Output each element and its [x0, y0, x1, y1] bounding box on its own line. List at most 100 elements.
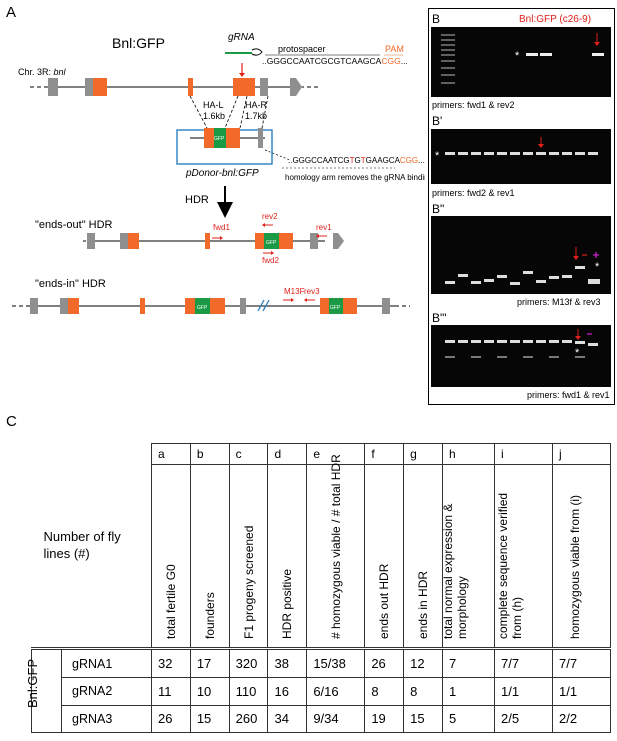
gel-b2-image — [431, 216, 611, 294]
ha-r-label: HA-R — [245, 100, 267, 110]
cell: 38 — [267, 647, 308, 679]
ends-in-gfp-1 — [195, 298, 210, 314]
cell: 11 — [151, 677, 191, 706]
col-letter-d: d — [267, 443, 308, 465]
cell: 26 — [151, 704, 191, 734]
cell: 26 — [364, 647, 405, 679]
cell: 2/5 — [494, 704, 553, 734]
group-label-cell: Bnl:GFP — [25, 648, 62, 733]
svg-text:GFP: GFP — [266, 240, 277, 246]
cell: 15 — [403, 704, 443, 734]
col-header-c: F1 progeny screened — [228, 464, 269, 649]
row-header-label: Number of fly lines (#) — [43, 529, 121, 562]
ends-out-gfp — [264, 233, 279, 249]
col-header-e: # homozygous viable / # total HDR — [306, 454, 366, 649]
cell: 15/38 — [306, 647, 366, 679]
cell: 12 — [403, 647, 443, 679]
donor-gfp — [214, 128, 226, 148]
grna-scissors-icon — [251, 48, 263, 56]
col-letter-i: i — [494, 443, 553, 465]
donor-gray — [258, 128, 263, 148]
col-header-g: ends in HDR — [403, 464, 443, 649]
gel-b1-primers: primers: fwd2 & rev1 — [432, 188, 515, 198]
col-header-a: total fertile G0 — [151, 464, 191, 649]
fly-lines-table-wrapper: Number of fly lines (#) a b c d e f g h … — [25, 443, 611, 734]
svg-text:GFP: GFP — [330, 305, 341, 311]
cell: 1 — [442, 677, 495, 706]
grna-label: gRNA — [228, 32, 255, 43]
cell: 110 — [228, 677, 269, 706]
gel-b-image — [431, 27, 611, 97]
col-header-f: ends out HDR — [364, 464, 405, 649]
exon-orange-3 — [233, 78, 255, 96]
group-label: Bnl:GFP — [25, 658, 40, 708]
gel-b3-letter: B"' — [432, 311, 447, 325]
ha-l-label: HA-L — [203, 100, 224, 110]
cell: 5 — [442, 704, 495, 734]
exon-orange-2 — [188, 78, 193, 96]
donor-orange-left — [204, 128, 214, 148]
table-row: gRNA2 11 10 110 16 6/16 8 8 1 1/1 1/1 — [32, 677, 611, 706]
panel-label-c: C — [6, 413, 17, 430]
gel-b1-letter: B' — [432, 114, 442, 128]
col-letter-g: g — [403, 443, 443, 465]
row-label-grna2: gRNA2 — [61, 677, 152, 706]
cell: 16 — [267, 677, 308, 706]
ends-out-label: "ends-out" HDR — [35, 219, 113, 231]
ends-in-label: "ends-in" HDR — [35, 278, 106, 290]
cell: 7 — [442, 647, 495, 679]
gel-panel-svg: B Bnl:GFP (c26-9) * primers: fwd1 & rev2… — [431, 12, 611, 400]
gel-b1-star: * — [435, 150, 440, 162]
cell: 260 — [228, 704, 269, 734]
gel-header: Bnl:GFP (c26-9) — [519, 14, 591, 25]
chromosome-label: Chr. 3R: bnl — [18, 67, 67, 77]
fwd1-label: fwd1 — [213, 223, 230, 232]
gel-b3-star: * — [575, 347, 580, 359]
gel-b1-image — [431, 129, 611, 184]
hdr-label: HDR — [185, 194, 209, 206]
gel-b-letter: B — [432, 12, 440, 26]
table-row: Bnl:GFP gRNA1 32 17 320 38 15/38 26 12 7… — [25, 647, 611, 733]
cell: 9/34 — [306, 704, 366, 734]
col-header-h: total normal expression & morphology — [441, 464, 495, 649]
col-header-j: homozygous viable from (i) — [552, 464, 611, 649]
row-label-grna3: gRNA3 — [61, 704, 152, 734]
col-letter-h: h — [442, 443, 495, 465]
col-header-d: HDR positive — [267, 464, 308, 649]
cell: 10 — [189, 677, 230, 706]
fwd2-label: fwd2 — [262, 256, 279, 265]
ends-in-gfp-2 — [329, 298, 343, 314]
col-letter-a: a — [151, 443, 191, 465]
cell: 34 — [267, 704, 308, 734]
ha-l-size: 1.6kb — [203, 111, 225, 121]
rev3-label: rev3 — [304, 287, 320, 296]
exon-gray-end — [290, 78, 302, 96]
rev2-label: rev2 — [262, 212, 278, 221]
col-header-i: complete sequence verified from (h) — [494, 464, 553, 649]
gel-b-primers: primers: fwd1 & rev2 — [432, 100, 515, 110]
exon-gray-3 — [260, 78, 268, 96]
donor-gfp-label: GFP — [214, 136, 225, 142]
cell: 2/2 — [552, 704, 611, 734]
cell: 7/7 — [494, 647, 553, 679]
donor-sequence: ..GGGCCAATCGTGTGAAGCACGG... — [288, 156, 425, 165]
cell: 15 — [189, 704, 230, 734]
cell: 8 — [364, 677, 405, 706]
ha-r-size: 1.7kb — [245, 111, 267, 121]
exon-gray-2 — [85, 78, 93, 96]
cell: 17 — [189, 647, 230, 679]
m13f-label: M13F — [284, 287, 305, 296]
gel-b2-letter: B" — [432, 202, 444, 216]
row-label-grna1: gRNA1 — [61, 647, 152, 679]
panel-a-diagram: Bnl:GFP gRNA protospacer PAM ..GGGCCAATC… — [12, 32, 425, 314]
pam-label: PAM — [385, 44, 404, 54]
panel-label-a: A — [6, 4, 17, 21]
cell: 7/7 — [552, 647, 611, 679]
cell: 32 — [151, 647, 191, 679]
svg-text:GFP: GFP — [197, 305, 208, 311]
cell: 1/1 — [494, 677, 553, 706]
col-letter-b: b — [189, 443, 230, 465]
col-header-b: founders — [189, 464, 230, 649]
column-header-row: total fertile G0 founders F1 progeny scr… — [32, 454, 611, 649]
gel-b2-star: * — [595, 261, 600, 273]
